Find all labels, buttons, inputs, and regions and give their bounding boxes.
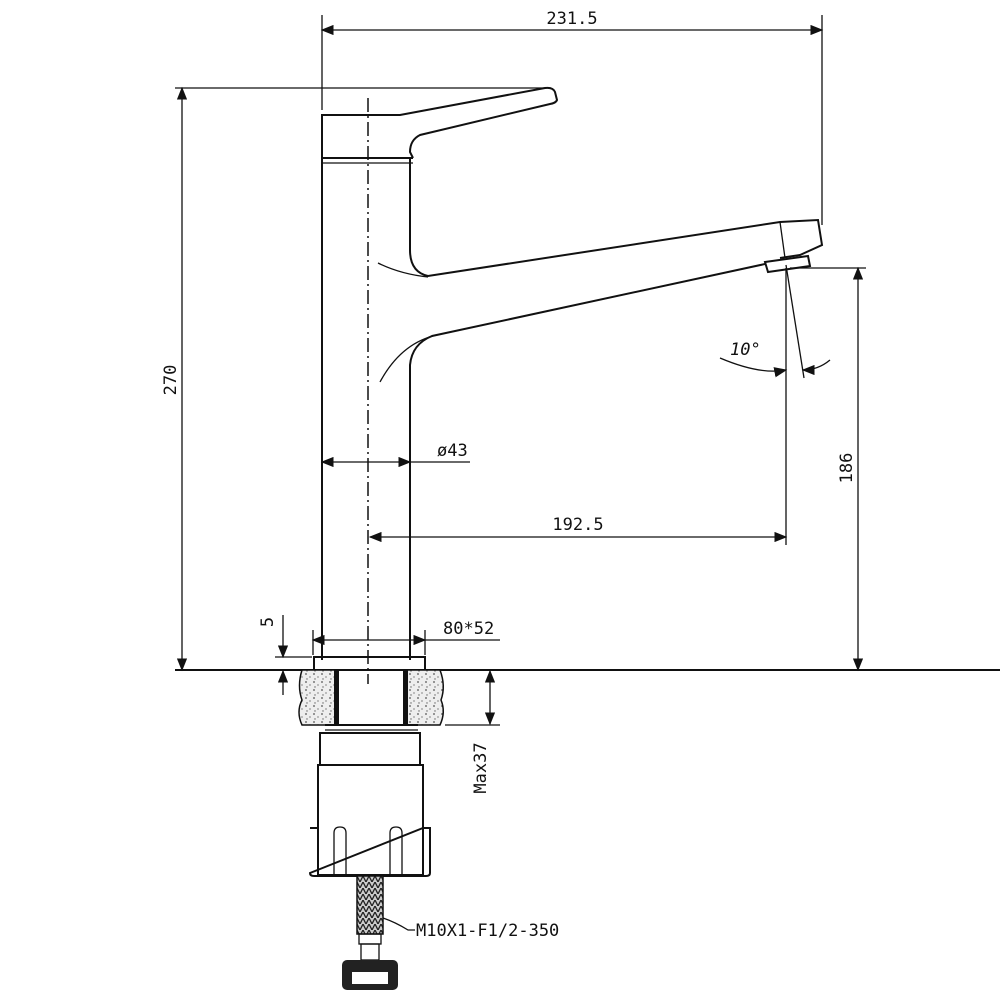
- dimension-flange-thickness: 5: [258, 615, 312, 695]
- dimension-overall-reach: 231.5: [320, 9, 824, 225]
- spout-angle-label: 10°: [730, 340, 761, 360]
- dimension-flange-size: 80*52: [311, 619, 500, 655]
- hose-callout: M10X1-F1/2-350: [382, 917, 559, 941]
- dimension-spout-height: 186: [790, 266, 866, 672]
- dimension-spout-angle: 10°: [719, 264, 831, 379]
- flange-thickness-label: 5: [258, 617, 278, 627]
- dimension-body-diameter: ø43: [320, 441, 470, 468]
- faucet-body: [321, 86, 824, 660]
- supply-hose: [342, 875, 398, 990]
- mounting-section: [298, 656, 444, 731]
- overall-height-label: 270: [161, 365, 181, 396]
- max-counter-label: Max37: [471, 742, 491, 793]
- hose-spec-label: M10X1-F1/2-350: [416, 921, 559, 941]
- spout-reach-label: 192.5: [552, 515, 603, 535]
- flange-size-label: 80*52: [443, 619, 494, 639]
- body-diameter-label: ø43: [437, 441, 468, 461]
- overall-reach-label: 231.5: [546, 9, 597, 29]
- mounting-nut: [308, 732, 431, 877]
- dimension-spout-reach: 192.5: [368, 268, 788, 545]
- dimension-overall-height: 270: [161, 86, 545, 672]
- dimension-max-counter: Max37: [445, 669, 500, 794]
- spout-height-label: 186: [837, 453, 857, 484]
